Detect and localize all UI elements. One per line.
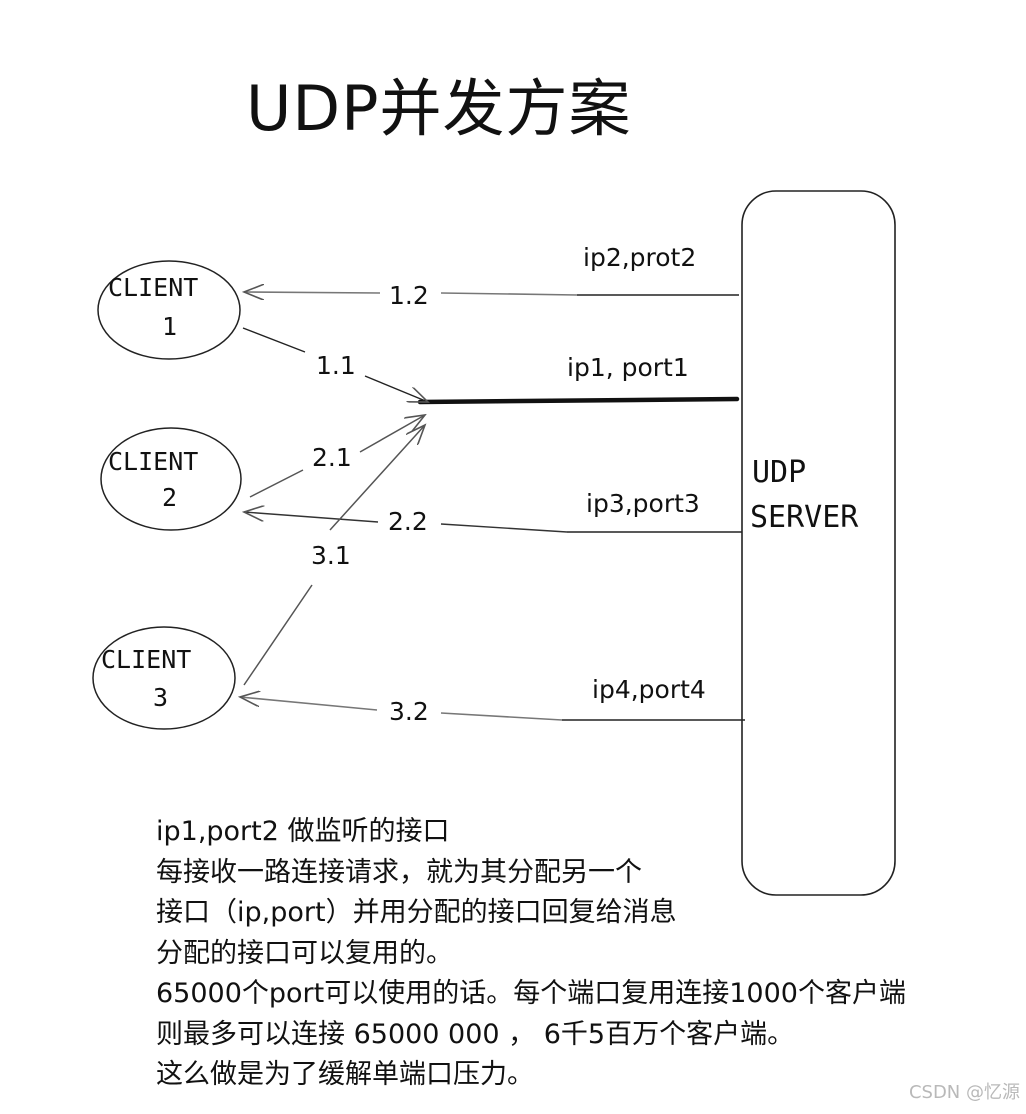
- note-line: 则最多可以连接 65000 000 ， 6千5百万个客户端。: [156, 1018, 795, 1050]
- arrow-label-1-1: 1.1: [316, 351, 356, 380]
- note-line: 分配的接口可以复用的。: [156, 937, 453, 969]
- client-3-number: 3: [153, 683, 168, 712]
- note-line: ip1,port2 做监听的接口: [156, 816, 450, 847]
- client-3: CLIENT 3: [92, 626, 236, 730]
- note-line: 接口（ip,port）并用分配的接口回复给消息: [156, 897, 677, 928]
- arrow-1-2: [244, 292, 578, 295]
- port-label-ip4: ip4,port4: [592, 675, 706, 704]
- explanation-notes: ip1,port2 做监听的接口 每接收一路连接请求，就为其分配另一个 接口（i…: [156, 812, 906, 1096]
- arrow-label-2-1: 2.1: [312, 443, 352, 472]
- arrow-label-1-2: 1.2: [389, 281, 429, 310]
- port-label-ip1: ip1, port1: [567, 353, 689, 382]
- arrow-2-2: [244, 512, 568, 532]
- client-3-name: CLIENT: [101, 645, 191, 674]
- server-label-line2: SERVER: [750, 500, 859, 535]
- client-1-name: CLIENT: [108, 273, 198, 302]
- arrow-label-2-2: 2.2: [388, 507, 428, 536]
- port-label-ip2: ip2,prot2: [583, 243, 696, 272]
- note-line: 65000个port可以使用的话。每个端口复用连接1000个客户端: [156, 978, 906, 1009]
- client-1-number: 1: [162, 312, 177, 341]
- udp-server-box: [741, 190, 896, 896]
- arrow-label-3-2: 3.2: [389, 697, 429, 726]
- arrow-3-2: [240, 697, 563, 721]
- arrow-label-3-1: 3.1: [311, 541, 351, 570]
- client-2-number: 2: [162, 483, 177, 512]
- diagram-title: UDP并发方案: [246, 72, 632, 145]
- server-label-line1: UDP: [752, 455, 806, 490]
- watermark: CSDN @忆源: [908, 1082, 1020, 1103]
- arrow-3-1: [243, 425, 425, 686]
- client-1: CLIENT 1: [97, 260, 241, 360]
- port-label-ip3: ip3,port3: [586, 489, 700, 518]
- note-line: 每接收一路连接请求，就为其分配另一个: [156, 856, 642, 888]
- client-2: CLIENT 2: [100, 427, 242, 531]
- note-line: 这么做是为了缓解单端口压力。: [156, 1059, 534, 1090]
- listen-port-line: [417, 396, 740, 405]
- client-2-name: CLIENT: [108, 447, 198, 476]
